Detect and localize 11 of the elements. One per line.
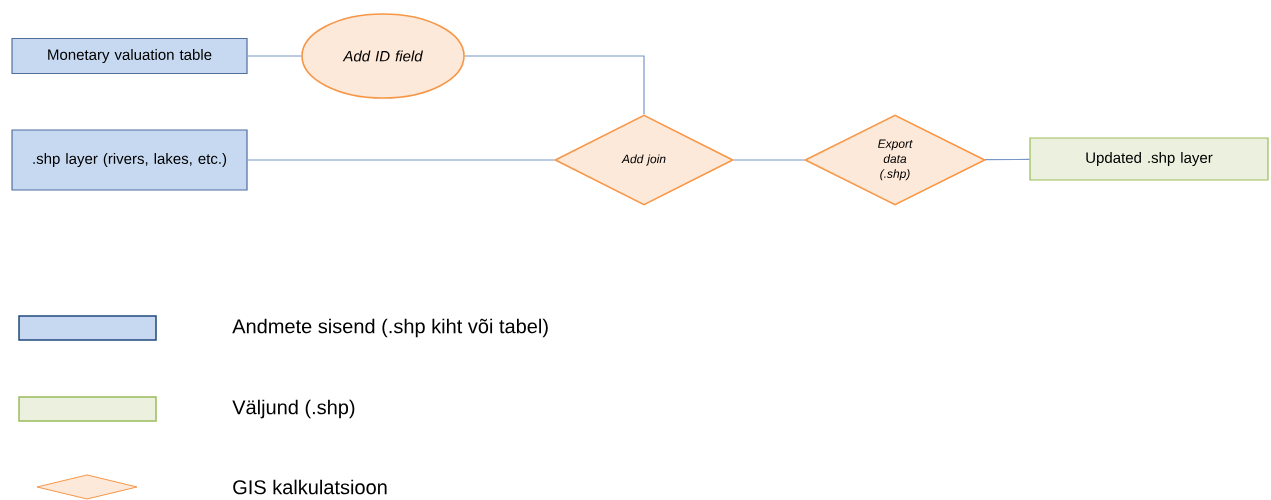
connector-line	[984, 158, 1030, 161]
process-box: Monetary valuation table	[11, 37, 248, 75]
output-box: Updated .shp layer	[1029, 137, 1269, 181]
connector-line	[464, 55, 645, 115]
legend-text: Väljund (.shp)	[232, 399, 355, 419]
legend-text: GIS kalkulatsioon	[233, 479, 387, 495]
process-box: .shp layer (rivers, lakes, etc.)	[11, 129, 248, 191]
legend-text: Andmete sisend (.shp kiht või tabel)	[232, 318, 548, 338]
connector-line	[247, 159, 555, 161]
connector-line	[733, 159, 805, 161]
connector-line	[247, 55, 302, 57]
